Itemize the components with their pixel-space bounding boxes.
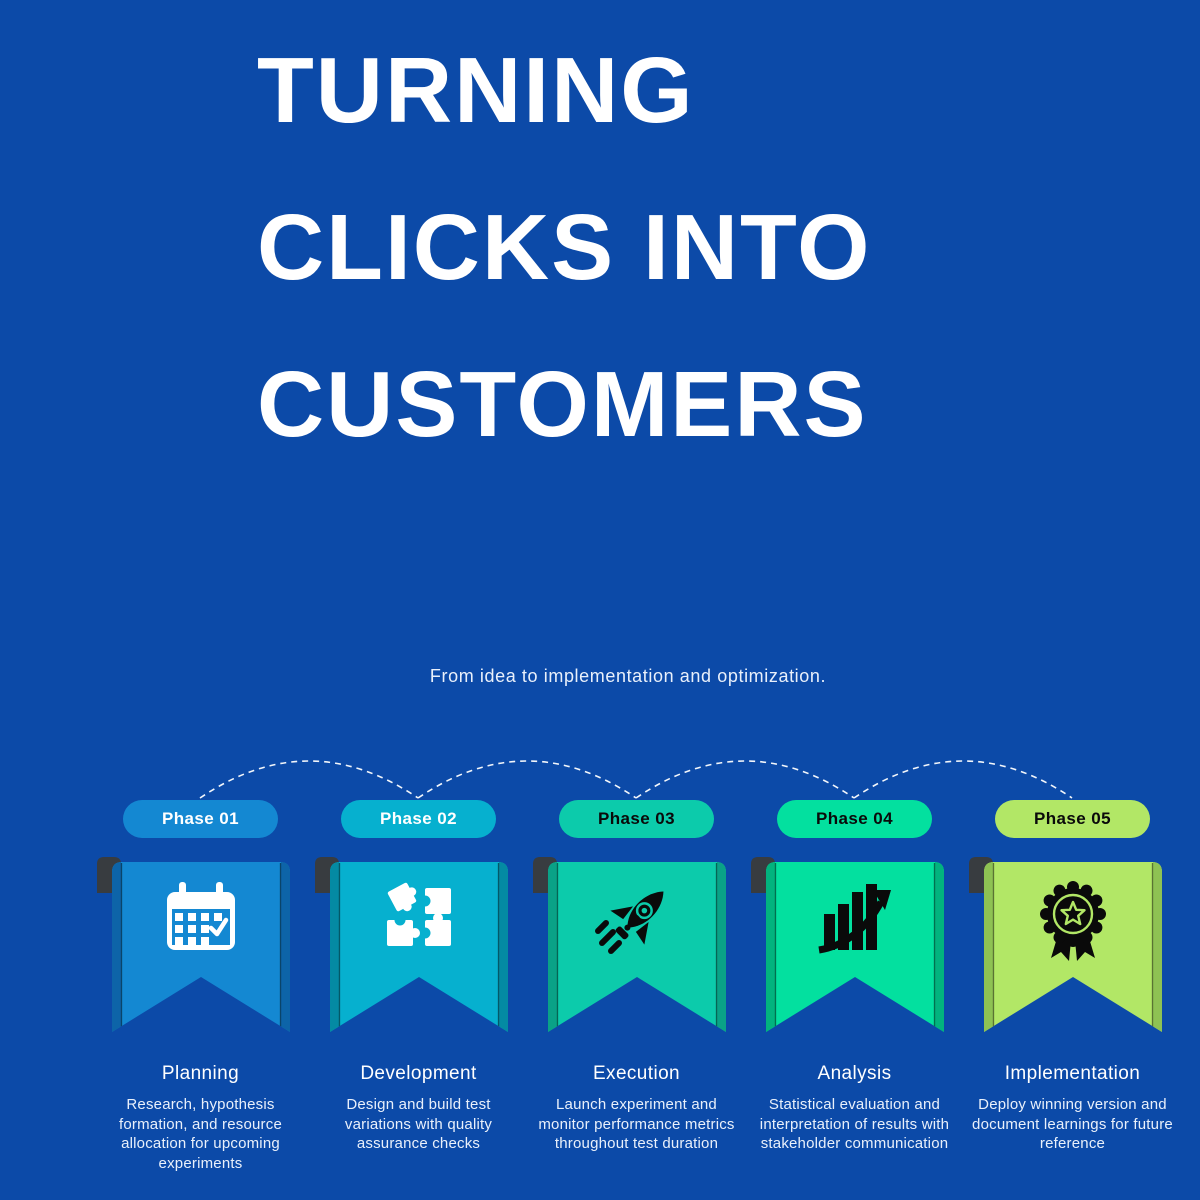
arc-2	[417, 760, 637, 799]
arc-4	[853, 760, 1073, 799]
phase-pill: Phase 02	[341, 800, 496, 838]
phase-description: Deploy winning version and document lear…	[972, 1096, 1173, 1152]
page-title: TURNING CLICKS INTO CUSTOMERS	[257, 12, 871, 483]
banner-ribbon	[969, 857, 1162, 1032]
phase-description: Design and build test variations with qu…	[344, 1096, 493, 1152]
banner-ribbon	[97, 857, 290, 1032]
phase-column-implementation: Phase 05	[964, 798, 1182, 1200]
phase-description: Launch experiment and monitor performanc…	[538, 1096, 735, 1152]
phase-title: Planning	[161, 1063, 240, 1084]
title-line-1: TURNING	[257, 38, 695, 142]
calendar-icon	[167, 882, 235, 950]
banner-ribbon	[533, 857, 726, 1032]
title-line-2: CLICKS INTO	[257, 195, 872, 299]
phase-pill: Phase 05	[995, 800, 1150, 838]
phase-description: Research, hypothesis formation, and reso…	[118, 1096, 282, 1172]
phase-title: Execution	[592, 1063, 681, 1084]
growth-chart-icon	[818, 884, 891, 954]
phase-pill: Phase 04	[777, 800, 932, 838]
phase-description: Statistical evaluation and interpretatio…	[759, 1096, 950, 1152]
arc-1	[199, 760, 419, 799]
title-line-3: CUSTOMERS	[257, 352, 868, 456]
subtitle: From idea to implementation and optimiza…	[429, 666, 827, 686]
banner-ribbon	[315, 857, 508, 1032]
phase-column-planning: Phase 01 Planning Researc	[92, 798, 310, 1200]
award-badge-icon	[1040, 881, 1106, 961]
phase-title: Development	[360, 1063, 477, 1084]
ribbon-body	[548, 862, 726, 1032]
phase-title: Analysis	[817, 1063, 892, 1084]
phase-column-analysis: Phase 04 Analysis Statistical evaluation…	[746, 798, 964, 1200]
phase-column-development: Phase 02	[310, 798, 528, 1200]
connector-arcs	[199, 760, 1073, 799]
banner-ribbon	[751, 857, 944, 1032]
phase-title: Implementation	[1004, 1063, 1141, 1084]
arc-3	[635, 760, 855, 799]
phase-pill: Phase 01	[123, 800, 278, 838]
phase-pill: Phase 03	[559, 800, 714, 838]
puzzle-icon	[387, 882, 451, 946]
phase-column-execution: Phase 03	[528, 798, 746, 1200]
rocket-icon	[595, 891, 664, 954]
ribbon-body	[330, 862, 508, 1032]
